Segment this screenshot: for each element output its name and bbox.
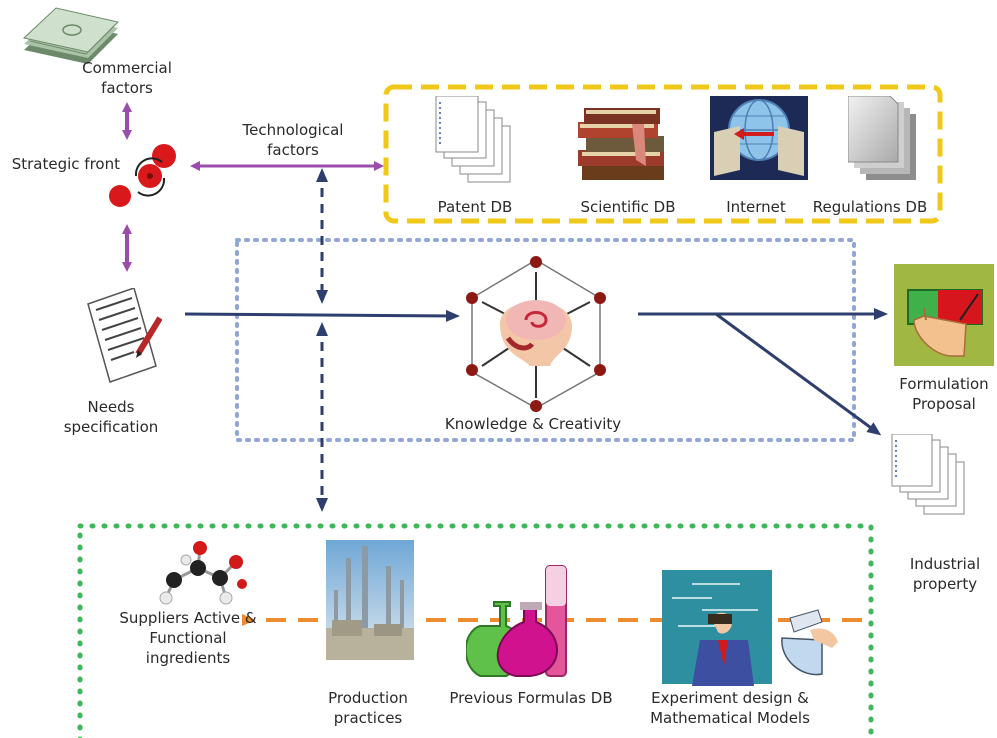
knowledge-property-arrow bbox=[715, 312, 882, 436]
industrial-document-stack-icon bbox=[891, 434, 965, 515]
label-commercial-factors: Commercial factors bbox=[82, 59, 172, 97]
label-production-practices: Production practices bbox=[328, 689, 408, 727]
books-icon bbox=[578, 108, 664, 180]
label-experiment-design: Experiment design & Mathematical Models bbox=[650, 689, 810, 727]
knowledge-frame bbox=[235, 238, 856, 442]
label-suppliers: Suppliers Active & Functional ingredient… bbox=[119, 609, 257, 667]
money-stack-icon bbox=[22, 7, 119, 64]
label-needs-specification: Needs specification bbox=[63, 398, 159, 436]
signed-document-icon bbox=[87, 288, 162, 383]
molecule-icon bbox=[159, 541, 247, 605]
label-previous-formulas-db: Previous Formulas DB bbox=[449, 689, 613, 707]
label-strategic-front: Strategic front bbox=[11, 155, 120, 173]
document-stack-icon bbox=[435, 96, 511, 183]
hand-ticket-icon bbox=[894, 264, 994, 366]
label-scientific-db: Scientific DB bbox=[580, 198, 676, 216]
needs-knowledge-arrow bbox=[184, 309, 460, 322]
label-formulation-proposal: Formulation Proposal bbox=[899, 375, 989, 413]
databases-frame bbox=[383, 84, 943, 224]
resources-frame bbox=[77, 523, 874, 738]
label-internet: Internet bbox=[726, 198, 786, 216]
brain-network-icon bbox=[466, 256, 606, 412]
lab-flasks-icon bbox=[466, 565, 567, 677]
label-industrial-property: Industrial property bbox=[909, 555, 981, 593]
strategic-cycle-icon bbox=[109, 144, 176, 207]
internet-globe-computers-icon bbox=[710, 96, 808, 180]
label-regulations-db: Regulations DB bbox=[812, 198, 928, 216]
label-knowledge-creativity: Knowledge & Creativity bbox=[444, 415, 622, 433]
label-patent-db: Patent DB bbox=[437, 198, 513, 216]
teacher-chalkboard-icon bbox=[662, 570, 838, 686]
paper-stack-icon bbox=[848, 96, 916, 180]
label-technological-factors: Technological factors bbox=[242, 121, 344, 159]
refinery-photo-icon bbox=[326, 540, 414, 660]
